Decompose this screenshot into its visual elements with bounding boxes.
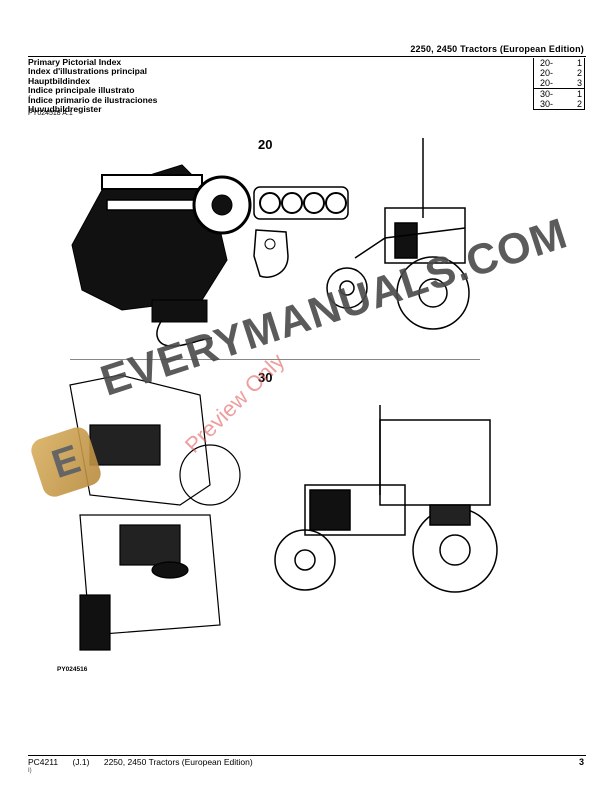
- xref-page: 2: [576, 99, 582, 109]
- section-divider: [70, 359, 480, 360]
- index-title: Indice principale illustrato: [28, 85, 135, 96]
- xref-section: 20-: [540, 78, 554, 88]
- xref-group-30: 30- 1 30- 2: [533, 89, 585, 110]
- index-title: Huvudbildregister: [28, 104, 102, 115]
- header-rule: [28, 56, 586, 57]
- xref-section: 30-: [540, 89, 554, 99]
- watermark-logo-letter: E: [46, 436, 86, 487]
- footer-rule: [28, 755, 586, 756]
- index-title: Index d'illustrations principal: [28, 66, 148, 77]
- xref-page: 1: [576, 89, 582, 99]
- header-title: 2250, 2450 Tractors (European Edition): [410, 44, 584, 54]
- tractor-open-illustration: [326, 138, 470, 330]
- section-number-30: 30: [258, 370, 273, 385]
- timing-cover-gasket-illustration: [253, 229, 289, 278]
- footer-sub: I): [28, 768, 32, 774]
- xref-page: 3: [576, 78, 582, 88]
- footer-title: 2250, 2450 Tractors (European Edition): [103, 757, 253, 767]
- xref-row[interactable]: 20- 2: [534, 68, 584, 78]
- cross-reference-table: 20- 1 20- 2 20- 3 30- 1 30- 2: [533, 58, 585, 110]
- xref-row[interactable]: 20- 1: [534, 58, 584, 68]
- footer-info: PC4211 (J.1) 2250, 2450 Tractors (Europe…: [28, 757, 265, 767]
- section-number-20: 20: [258, 137, 273, 152]
- footer-doc-id: PC4211: [28, 757, 59, 767]
- engine-illustration: [71, 164, 252, 347]
- engine-fuel-system-illustration: [69, 374, 241, 651]
- xref-section: 20-: [540, 68, 554, 78]
- xref-section: 20-: [540, 58, 554, 68]
- head-gasket-illustration: [253, 186, 349, 220]
- xref-page: 2: [576, 68, 582, 78]
- tractor-cab-illustration: [274, 405, 498, 593]
- xref-section: 30-: [540, 99, 554, 109]
- reference-code: PY024518 A.1: [28, 110, 73, 117]
- xref-page: 1: [576, 58, 582, 68]
- index-title: Hauptbildindex: [28, 75, 91, 86]
- xref-row[interactable]: 30- 1: [534, 89, 584, 99]
- index-title: Índice primario de ilustraciones: [28, 94, 158, 105]
- index-title: Primary Pictorial Index: [28, 57, 122, 67]
- xref-row[interactable]: 20- 3: [534, 78, 584, 88]
- footer-page-number: 3: [578, 757, 584, 767]
- index-title-list: Primary Pictorial Index Index d'illustra…: [28, 57, 158, 115]
- figure-code: PY024516: [57, 666, 88, 673]
- xref-row[interactable]: 30- 2: [534, 99, 584, 109]
- xref-group-20: 20- 1 20- 2 20- 3: [533, 58, 585, 89]
- footer-revision: (J.1): [72, 757, 90, 767]
